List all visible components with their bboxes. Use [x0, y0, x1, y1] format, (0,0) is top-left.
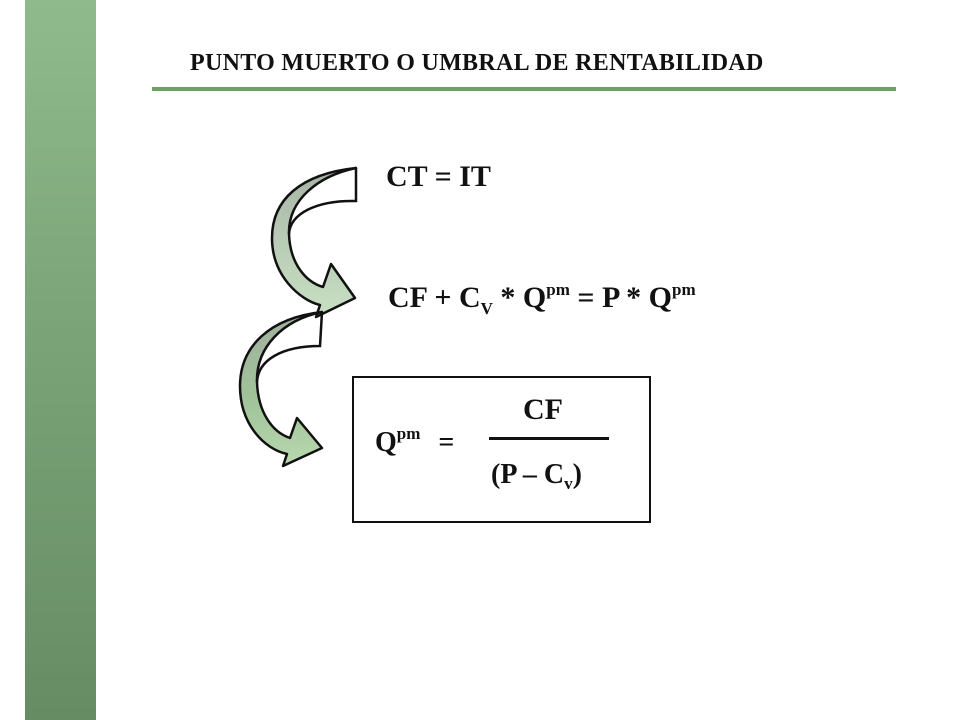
denominator-close: ): [572, 459, 582, 490]
curved-arrow-icon-1: [270, 166, 358, 319]
denominator-subscript-v: v: [564, 474, 573, 493]
sidebar-band: [25, 0, 96, 720]
formula-box: [352, 376, 651, 523]
equation-expanded: CF + CV * Qpm = P * Qpm: [388, 280, 696, 319]
denominator-main: (P – C: [491, 459, 565, 490]
curved-arrow-icon-2: [238, 310, 324, 468]
eq2-part3: = P * Q: [569, 281, 672, 314]
formula-denominator: (P – Cv): [491, 459, 582, 494]
title-underline: [152, 87, 896, 91]
equation-ct-it: CT = IT: [386, 160, 491, 193]
formula-numerator: CF: [523, 393, 563, 426]
formula-equals: =: [438, 427, 455, 458]
eq2-superscript-pm-2: pm: [672, 280, 696, 299]
formula-lhs: Qpm =: [375, 424, 454, 459]
eq2-part1: CF + C: [388, 281, 481, 314]
formula-lhs-superscript: pm: [396, 424, 421, 443]
formula-lhs-q: Q: [375, 427, 397, 458]
eq2-superscript-pm-1: pm: [546, 280, 570, 299]
slide-title: PUNTO MUERTO O UMBRAL DE RENTABILIDAD: [190, 50, 764, 76]
eq2-subscript-v: V: [480, 299, 493, 318]
fraction-bar: [489, 437, 609, 440]
eq2-part2: * Q: [492, 281, 547, 314]
